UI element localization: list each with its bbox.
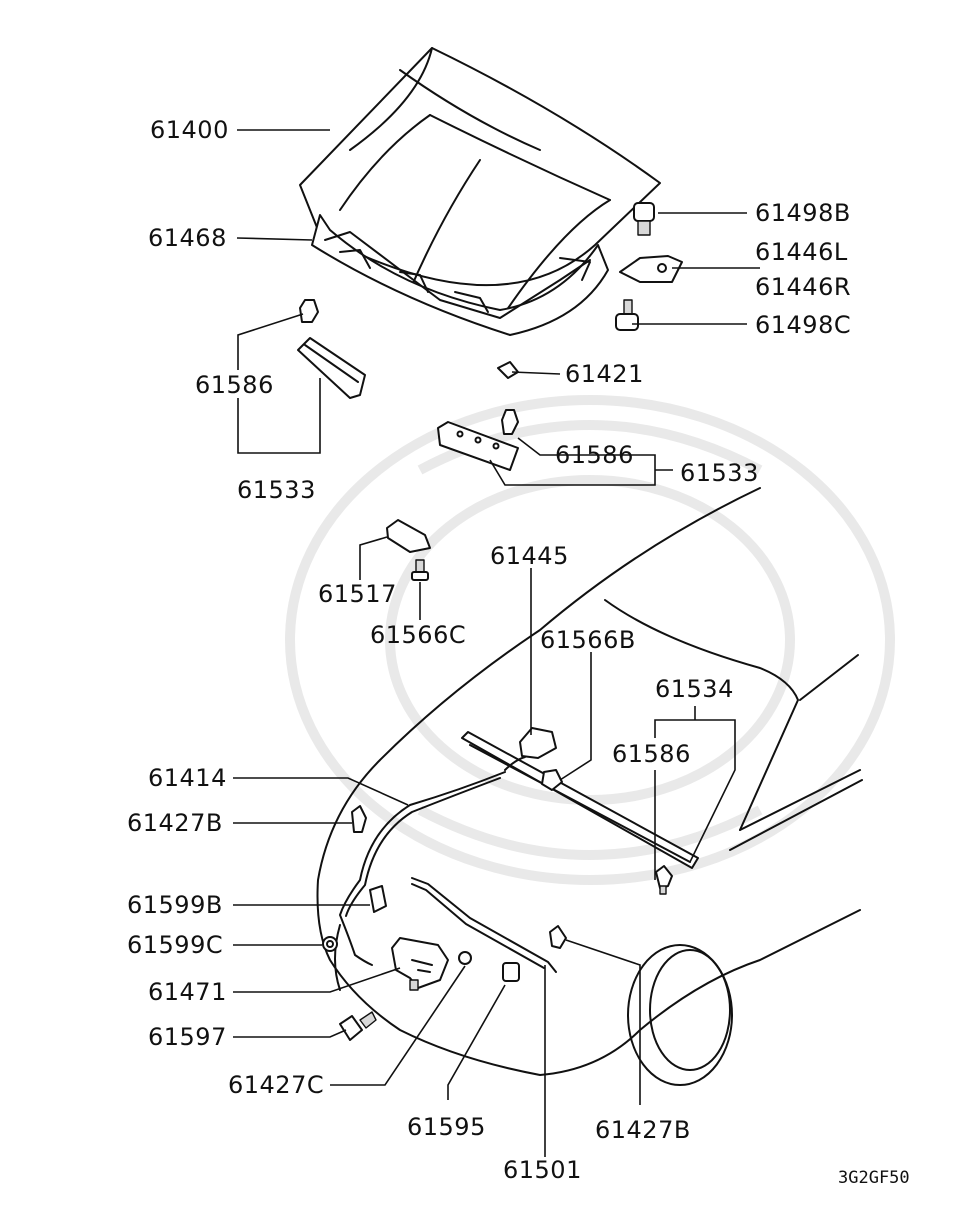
label-61421: 61421 [565, 360, 644, 388]
bumper-61595 [502, 962, 520, 982]
label-61586-right: 61586 [555, 441, 634, 469]
weatherstrip-right [437, 409, 519, 471]
label-61533-right: 61533 [680, 459, 759, 487]
label-61468: 61468 [148, 224, 227, 252]
hood-latch-61471 [391, 937, 449, 991]
label-61501: 61501 [503, 1156, 582, 1184]
hood-hinge [619, 255, 683, 283]
bolt-61597 [339, 1011, 377, 1041]
clip-61427B-lower [549, 925, 567, 949]
bracket-61517 [386, 519, 431, 581]
label-61427B-lower: 61427B [595, 1116, 691, 1144]
label-61534: 61534 [655, 675, 734, 703]
label-61446L: 61446L [755, 238, 848, 266]
label-61586-lower: 61586 [612, 740, 691, 768]
label-61414: 61414 [148, 764, 227, 792]
release-cable-61414 [339, 771, 506, 966]
label-61446R: 61446R [755, 273, 851, 301]
label-61400: 61400 [150, 116, 229, 144]
clip-61427C [458, 951, 472, 965]
clip-61421 [497, 361, 519, 379]
label-61595: 61595 [407, 1113, 486, 1141]
label-61427B-upper: 61427B [127, 809, 223, 837]
diagram-code: 3G2GF50 [838, 1168, 910, 1188]
label-61498C: 61498C [755, 311, 851, 339]
bumper-61498C [615, 299, 639, 331]
clip-61586-lower [655, 865, 673, 895]
label-61566B: 61566B [540, 626, 636, 654]
hood-inner-frame [311, 214, 609, 336]
label-61445: 61445 [490, 542, 569, 570]
label-61498B: 61498B [755, 199, 851, 227]
label-61427C: 61427C [228, 1071, 324, 1099]
label-61597: 61597 [148, 1023, 227, 1051]
label-61533-left: 61533 [237, 476, 316, 504]
clip-61427B-upper [351, 805, 367, 833]
label-61471: 61471 [148, 978, 227, 1006]
label-61586-left: 61586 [195, 371, 274, 399]
clip-61599C [322, 936, 338, 952]
car-body-outline [316, 487, 863, 1086]
part-labels: 61400 61468 61498B 61446L 61446R 61498C … [127, 116, 910, 1188]
label-61517: 61517 [318, 580, 397, 608]
clip-61599B [369, 885, 387, 913]
leader-lines [233, 129, 760, 1157]
hood-rail-61534 [461, 731, 699, 869]
label-61566C: 61566C [370, 621, 466, 649]
weatherstrip-left [297, 299, 366, 399]
release-rod-61501 [411, 877, 557, 973]
hood-panel [299, 47, 661, 321]
hood-lock-61445 [504, 727, 563, 791]
bumper-61498B [633, 202, 655, 236]
label-61599B: 61599B [127, 891, 223, 919]
label-61599C: 61599C [127, 931, 223, 959]
